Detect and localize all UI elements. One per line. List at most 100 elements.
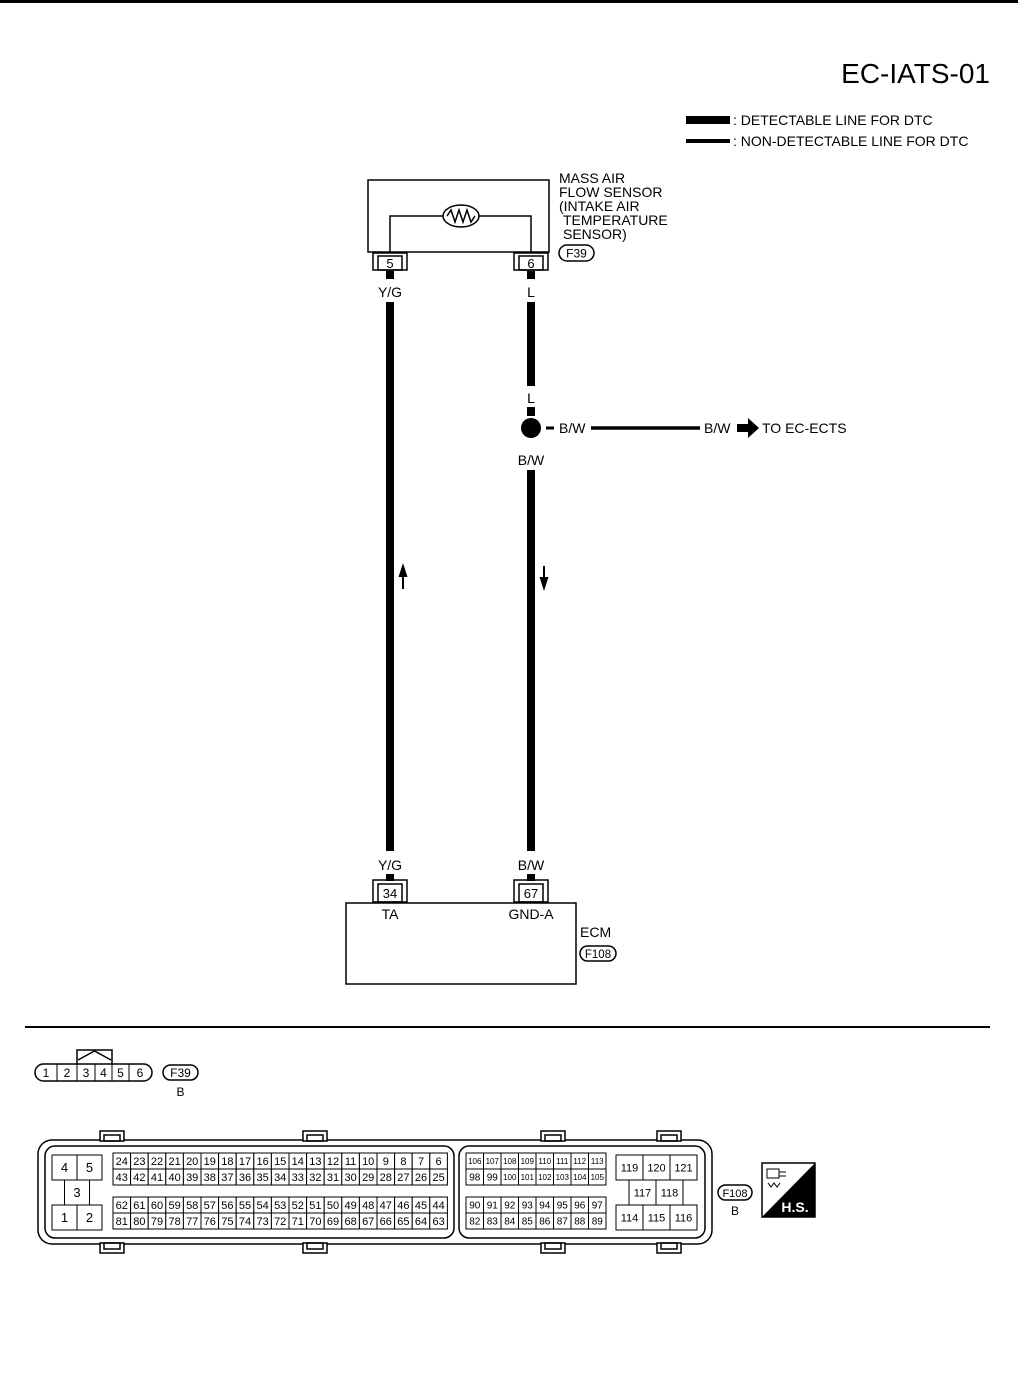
pin-number: 84	[504, 1217, 516, 1228]
harness-icon-plug	[766, 1168, 780, 1179]
pin-number: 64	[415, 1216, 427, 1228]
f108-left-section	[44, 1145, 455, 1239]
pin-number: 24	[116, 1156, 128, 1168]
pin-cell	[615, 1204, 644, 1231]
f108-right-section	[458, 1145, 706, 1239]
ta-signal-wire: Y/G Y/G	[378, 271, 408, 881]
pin-number: 116	[675, 1212, 693, 1224]
pin-number: 7	[418, 1156, 424, 1168]
pin-cell	[588, 1168, 607, 1186]
pin-number: 6	[436, 1156, 442, 1168]
pin-number: 99	[487, 1173, 499, 1184]
pin-number: 2	[64, 1066, 71, 1080]
pin-number: 11	[345, 1156, 356, 1168]
pin-number: 15	[274, 1156, 286, 1168]
sensor-name-line: FLOW SENSOR	[559, 184, 662, 200]
pin-number: 75	[221, 1216, 233, 1228]
pin-number: 63	[432, 1216, 444, 1228]
ecm-connector-id: F108	[585, 949, 611, 961]
hs-badge-label: H.S.	[781, 1199, 808, 1215]
pin-number: 42	[133, 1172, 145, 1184]
pin-number: 60	[151, 1200, 163, 1212]
wire-color-label: L	[527, 284, 535, 300]
pin-number: 55	[239, 1200, 251, 1212]
pin-number: 16	[256, 1156, 268, 1168]
pin-number: 108	[503, 1157, 517, 1166]
pin-number: 117	[634, 1187, 652, 1199]
pin-cell	[51, 1154, 78, 1181]
pin-number: 41	[151, 1172, 163, 1184]
housing-tab-inner	[660, 1134, 678, 1142]
thermistor-zigzag	[446, 207, 476, 225]
pin-number: 92	[504, 1201, 516, 1212]
pin-number: 40	[168, 1172, 180, 1184]
pin-number: 36	[239, 1172, 251, 1184]
pin-number: 23	[133, 1156, 145, 1168]
legend: : DETECTABLE LINE FOR DTC : NON-DETECTAB…	[686, 112, 968, 149]
pin-number: 8	[400, 1156, 406, 1168]
pin-number: 97	[592, 1201, 604, 1212]
pin-number: 29	[362, 1172, 374, 1184]
harness-icon-lead	[767, 1182, 781, 1188]
pin-number: 83	[487, 1217, 499, 1228]
pin-number: 5	[117, 1066, 124, 1080]
pin-number: 74	[239, 1216, 251, 1228]
pin-number: 18	[221, 1156, 233, 1168]
pin-number: 44	[432, 1200, 444, 1212]
pin-number: 98	[469, 1173, 481, 1184]
pin-number: 91	[487, 1201, 499, 1212]
f39-view-connector-id: F39	[170, 1066, 191, 1080]
pin-number: 77	[186, 1216, 198, 1228]
pin-number: 86	[539, 1217, 551, 1228]
wire-color-label: B/W	[518, 452, 545, 468]
pin-number: 54	[256, 1200, 268, 1212]
pin-number: 4	[100, 1066, 107, 1080]
wire-color-label: B/W	[518, 857, 545, 873]
pin-number: 88	[574, 1217, 586, 1228]
pin-number: 76	[204, 1216, 216, 1228]
pin-number: 4	[61, 1160, 68, 1175]
pin-number: 87	[557, 1217, 569, 1228]
ecm-component: 34 67 TA GND-A ECM F108	[345, 879, 617, 985]
pin-number: 102	[538, 1173, 552, 1182]
pin-number: 47	[380, 1200, 392, 1212]
pin-number: 22	[151, 1156, 163, 1168]
sensor-connector-oval	[558, 244, 595, 262]
pin-number: 2	[86, 1210, 93, 1225]
pin-number: 68	[344, 1216, 356, 1228]
sensor-internal-wire-right	[479, 215, 532, 253]
pin-number: 96	[574, 1201, 586, 1212]
pin-number: 28	[380, 1172, 392, 1184]
pin-number: 39	[186, 1172, 198, 1184]
sensor-name-line: SENSOR)	[563, 226, 627, 242]
pin-number: 6	[137, 1066, 144, 1080]
pin-number: 66	[380, 1216, 392, 1228]
pin-number: 73	[256, 1216, 268, 1228]
sensor-name-line: TEMPERATURE	[563, 212, 668, 228]
pin-number: 31	[327, 1172, 339, 1184]
f108-view-color-code: B	[731, 1204, 739, 1218]
pin-number: 30	[344, 1172, 356, 1184]
wire-color-label: Y/G	[378, 284, 402, 300]
housing-tab-inner	[103, 1242, 121, 1250]
pin-number: 107	[486, 1157, 500, 1166]
pin-number: 33	[292, 1172, 304, 1184]
pin-number: 67	[362, 1216, 374, 1228]
pin-number: 21	[168, 1156, 180, 1168]
wire-color-label: B/W	[559, 420, 586, 436]
pin-number: 48	[362, 1200, 374, 1212]
pin-number: 3	[83, 1066, 90, 1080]
pin-number: 79	[151, 1216, 163, 1228]
branch-wire: B/W B/W TO EC-ECTS	[546, 418, 847, 438]
housing-tab-inner	[660, 1242, 678, 1250]
housing-tab-inner	[306, 1134, 324, 1142]
pin-number: 118	[661, 1187, 679, 1199]
ecm-pin-right-signal: GND-A	[508, 906, 554, 922]
pin-number: 50	[327, 1200, 339, 1212]
pin-cell	[588, 1212, 607, 1230]
pin-number: 1	[43, 1066, 50, 1080]
pin-number: 82	[469, 1217, 481, 1228]
pin-cell	[429, 1212, 448, 1230]
pin-number: 71	[292, 1216, 304, 1228]
sensor-name-line: (INTAKE AIR	[559, 198, 640, 214]
